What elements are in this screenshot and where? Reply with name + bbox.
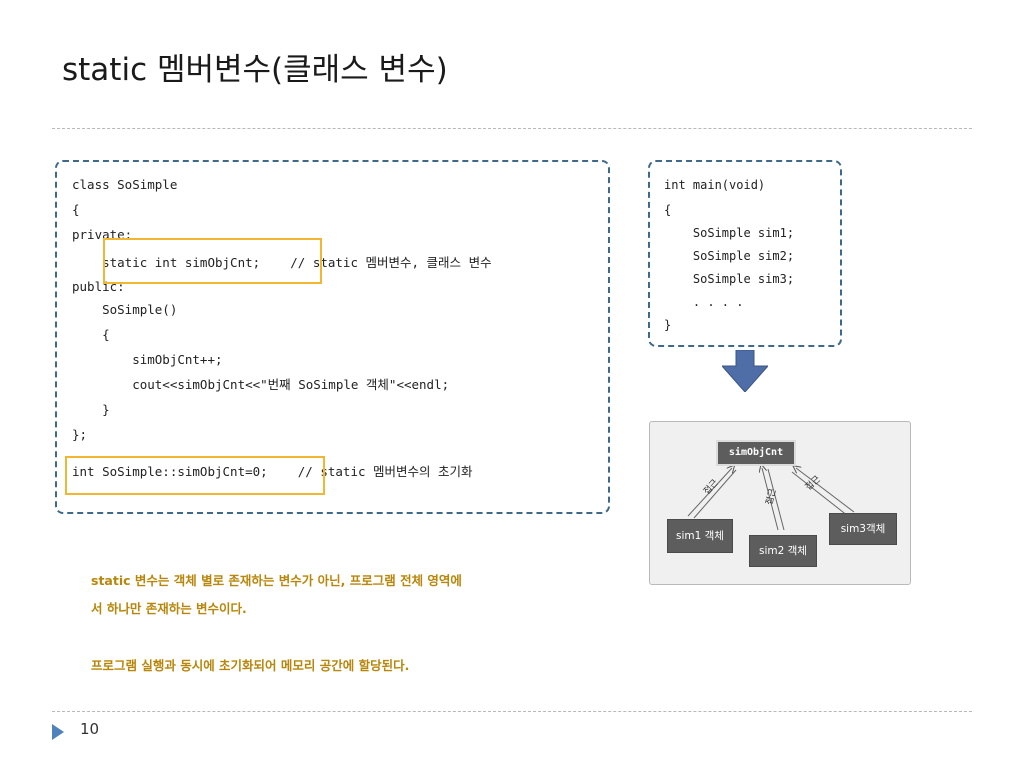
main-code-line: }	[664, 318, 672, 332]
code-line: simObjCnt++;	[72, 352, 223, 367]
code-line: }	[72, 402, 110, 417]
bottom-divider	[52, 711, 972, 712]
code-line: cout<<simObjCnt<<"번째 SoSimple 객체"<<endl;	[72, 377, 450, 392]
main-code-line: SoSimple sim2;	[664, 249, 795, 263]
object-node: sim1 객체	[667, 519, 733, 553]
access-arrows	[687, 422, 855, 531]
slide-title: static 멤버변수(클래스 변수)	[62, 52, 448, 88]
static-variable-node: simObjCnt	[716, 440, 796, 466]
code-line: {	[72, 202, 80, 217]
main-code-line: {	[664, 203, 672, 217]
note-line: 서 하나만 존재하는 변수이다.	[91, 601, 247, 616]
code-line: class SoSimple	[72, 177, 178, 192]
static-initialization-highlight	[65, 456, 325, 495]
page-marker-icon	[52, 724, 64, 740]
class-code-box	[55, 160, 610, 514]
code-line: int SoSimple::simObjCnt=0; // static 멤버변…	[72, 464, 473, 479]
main-code-line: int main(void)	[664, 178, 766, 192]
top-divider	[52, 128, 972, 129]
static-access-diagram: simObjCnt sim1 객체 sim2 객체 sim3객체 접근 접근 접…	[649, 421, 911, 585]
note-line: static 변수는 객체 별로 존재하는 변수가 아닌, 프로그램 전체 영역…	[91, 573, 462, 588]
code-line: };	[72, 427, 88, 442]
object-node: sim2 객체	[749, 535, 817, 567]
main-code-line: SoSimple sim1;	[664, 226, 795, 240]
main-code-box	[648, 160, 842, 347]
code-line: static int simObjCnt; // static 멤버변수, 클래…	[72, 255, 492, 270]
main-code-line: SoSimple sim3;	[664, 272, 795, 286]
note-line: 프로그램 실행과 동시에 초기화되어 메모리 공간에 할당된다.	[91, 658, 410, 673]
code-line: SoSimple()	[72, 302, 178, 317]
page-number: 10	[80, 720, 100, 738]
static-declaration-highlight	[103, 238, 322, 284]
object-node: sim3객체	[829, 513, 897, 545]
down-arrow-icon	[722, 350, 768, 392]
main-code-line: . . . .	[664, 295, 744, 309]
code-line: {	[72, 327, 110, 342]
